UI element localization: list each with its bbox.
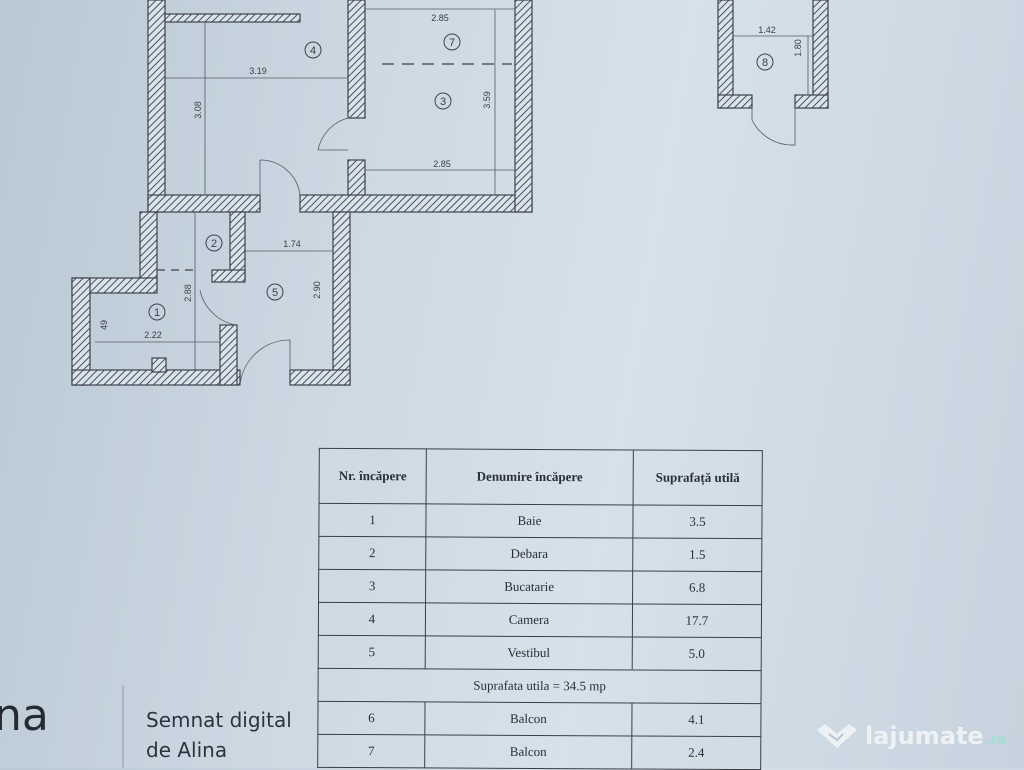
room-markers	[148, 33, 774, 321]
cell-area: 6.8	[632, 570, 762, 605]
cell-name: Baie	[425, 503, 634, 538]
dim-camera-height: 3.08	[193, 101, 203, 119]
cell-nr: 3	[318, 569, 426, 603]
cell-nr: 1	[318, 503, 427, 537]
dim-bath-width: 2.22	[144, 330, 162, 340]
room-number-7: 7	[449, 37, 455, 49]
watermark-tld: .ro	[985, 732, 1006, 748]
dim-vestibul-width: 1.74	[283, 239, 301, 249]
dim-bath-height: 2.88	[183, 284, 193, 302]
room-number-8: 8	[762, 57, 768, 69]
cell-nr: 7	[317, 734, 425, 768]
cell-area: 17.7	[632, 603, 762, 638]
signature-line-2: de Alina	[146, 738, 228, 762]
dim-balcony-width: 1.42	[758, 25, 776, 35]
cell-area: 5.0	[632, 636, 762, 671]
rooms-table: Nr. încăpere Denumire încăpere Suprafață…	[317, 448, 763, 770]
dim-vestibul-height: 2.90	[312, 281, 322, 299]
summary-total: Suprafata utila = 34.5 mp	[318, 668, 762, 704]
header-name: Denumire încăpere	[426, 448, 634, 505]
dimension-labels: 2.85 3.19 3.08 3.59 2.85 1.74 2.90 2.88 …	[99, 13, 803, 340]
watermark-logo: lajumate.ro	[815, 722, 1006, 750]
room-number-1: 1	[154, 307, 160, 319]
room-numbers: 4 7 3 2 5 1 8	[154, 37, 768, 319]
signature-line-1: Semnat digital	[146, 708, 292, 732]
signature-divider	[122, 685, 124, 768]
cell-nr: 5	[318, 635, 426, 669]
cell-name: Vestibul	[425, 635, 633, 670]
dimension-lines	[95, 8, 813, 386]
table-header: Nr. încăpere Denumire încăpere Suprafață…	[319, 448, 763, 506]
cell-nr: 6	[317, 701, 426, 735]
dim-balcony-height: 1.80	[793, 39, 803, 57]
cell-name: Bucatarie	[425, 569, 633, 604]
cell-nr: 4	[318, 602, 426, 636]
cell-name: Balcon	[424, 701, 633, 736]
cell-area: 3.5	[632, 504, 763, 539]
cell-nr: 2	[318, 536, 426, 570]
room-number-2: 2	[211, 238, 217, 250]
summary-row: Suprafata utila = 34.5 mp	[318, 668, 762, 704]
signature-name: na	[0, 690, 49, 741]
dim-kitchen-height: 3.59	[482, 91, 492, 109]
walls	[71, 0, 829, 386]
dim-kitchen-top: 2.85	[431, 13, 449, 23]
dim-kitchen-bottom: 2.85	[433, 159, 451, 169]
room-number-4: 4	[310, 45, 316, 57]
dim-bath-small: 49	[99, 320, 109, 330]
watermark-brand: lajumate	[865, 722, 984, 750]
cell-area: 2.4	[631, 735, 761, 770]
header-nr: Nr. încăpere	[319, 448, 427, 504]
dim-camera-width: 3.19	[249, 66, 267, 76]
cell-name: Debara	[425, 536, 633, 571]
cell-area: 1.5	[632, 537, 762, 572]
digital-signature: Semnat digital de Alina	[146, 705, 292, 765]
room-number-3: 3	[440, 96, 446, 108]
handshake-heart-icon	[817, 724, 857, 748]
cell-name: Camera	[425, 602, 633, 637]
cell-name: Balcon	[424, 734, 632, 769]
cell-area: 4.1	[631, 702, 762, 737]
room-number-5: 5	[272, 287, 278, 299]
header-area: Suprafață utilă	[633, 449, 763, 506]
